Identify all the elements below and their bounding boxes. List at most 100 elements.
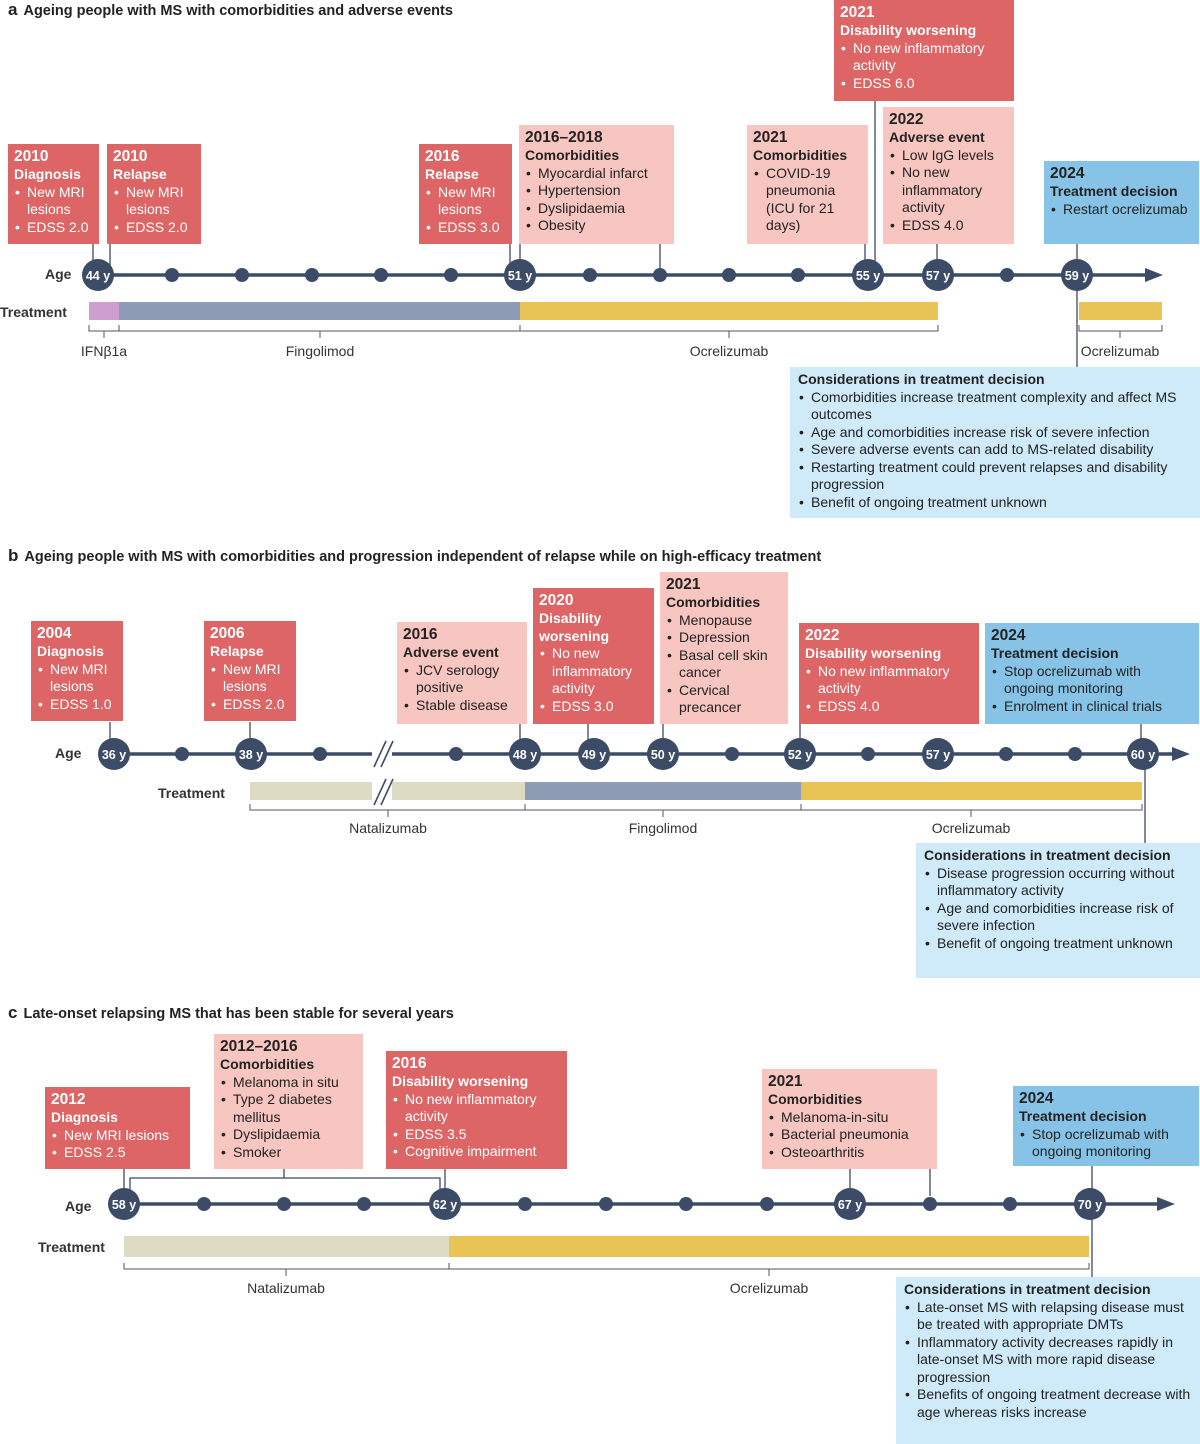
panel-letter: c	[8, 1003, 18, 1022]
event-box: 2016 Disability worsening No new inflamm…	[386, 1051, 567, 1169]
treatment-name: Ocrelizumab	[689, 343, 769, 359]
event-item: Enrolment in clinical trials	[991, 698, 1193, 716]
event-box: 2022 Disability worsening No new inflamm…	[799, 623, 979, 724]
age-tick: 36 y	[102, 748, 126, 762]
event-item: No new inflammatory activity	[840, 40, 1008, 75]
age-tick: 49 y	[582, 748, 606, 762]
event-year: 2010	[14, 148, 49, 165]
age-tick: 52 y	[788, 748, 812, 762]
event-year: 2021	[768, 1073, 803, 1090]
treatment-name: Natalizumab	[349, 820, 427, 836]
event-box: 2012 Diagnosis New MRI lesionsEDSS 2.5	[45, 1087, 190, 1169]
event-item: Type 2 diabetes mellitus	[220, 1091, 357, 1126]
consideration-item: Comorbidities increase treatment complex…	[798, 389, 1192, 424]
decision-box: 2024 Treatment decision Stop ocrelizumab…	[985, 623, 1199, 724]
event-item: No new inflammatory activity	[889, 164, 1008, 217]
event-item: EDSS 1.0	[37, 696, 117, 714]
event-heading: Diagnosis	[37, 643, 104, 659]
event-item: New MRI lesions	[210, 661, 290, 696]
event-box: 2010 Diagnosis New MRI lesionsEDSS 2.0	[8, 144, 99, 244]
considerations-box: Considerations in treatment decision Lat…	[896, 1277, 1200, 1444]
brackets-c	[123, 1263, 1090, 1276]
treatment-name: Ocrelizumab	[931, 820, 1011, 836]
event-item: Hypertension	[525, 182, 668, 200]
panel-title-text: Late-onset relapsing MS that has been st…	[23, 1006, 454, 1022]
consideration-item: Disease progression occurring without in…	[924, 865, 1192, 900]
event-heading: Relapse	[425, 166, 479, 182]
consideration-item: Benefit of ongoing treatment unknown	[798, 494, 1192, 512]
event-year: 2004	[37, 625, 72, 642]
event-item: EDSS 2.0	[113, 219, 195, 237]
age-tick: 70 y	[1078, 1198, 1102, 1212]
decision-box: 2024 Treatment decision Restart ocrelizu…	[1044, 161, 1199, 244]
event-heading: Disability worsening	[539, 610, 610, 644]
age-tick: 38 y	[239, 748, 263, 762]
event-year: 2016–2018	[525, 129, 603, 146]
event-item: New MRI lesions	[113, 184, 195, 219]
event-heading: Comorbidities	[666, 594, 761, 610]
event-item: Stop ocrelizumab with ongoing monitoring	[991, 663, 1193, 698]
event-heading: Treatment decision	[1019, 1108, 1147, 1124]
event-year: 2021	[666, 576, 701, 593]
consideration-item: Age and comorbidities increase risk of s…	[798, 424, 1192, 442]
event-item: Depression	[666, 629, 782, 647]
considerations-heading: Considerations in treatment decision	[924, 847, 1171, 863]
event-item: Cognitive impairment	[392, 1143, 561, 1161]
age-label: Age	[45, 266, 72, 282]
panel-title-text: Ageing people with MS with comorbidities…	[24, 549, 822, 565]
event-item: Dyslipidaemia	[525, 200, 668, 218]
event-item: Cervical precancer	[666, 682, 782, 717]
event-item: EDSS 2.5	[51, 1144, 184, 1162]
event-year: 2006	[210, 625, 245, 642]
event-item: EDSS 3.5	[392, 1126, 561, 1144]
event-item: Osteoarthritis	[768, 1144, 931, 1162]
event-item: No new inflammatory activity	[539, 645, 648, 698]
event-item: Smoker	[220, 1144, 357, 1162]
considerations-box: Considerations in treatment decision Com…	[790, 367, 1200, 518]
event-year: 2012	[51, 1091, 86, 1108]
consideration-item: Age and comorbidities increase risk of s…	[924, 900, 1192, 935]
event-item: Myocardial infarct	[525, 165, 668, 183]
event-item: New MRI lesions	[14, 184, 93, 219]
timeline-c	[108, 1188, 1175, 1220]
age-tick: 51 y	[508, 269, 532, 283]
treatment-bars-a	[89, 302, 1162, 320]
event-box: 2021 Comorbidities COVID-19 pneumonia (I…	[747, 125, 868, 244]
treatment-label: Treatment	[158, 785, 225, 801]
event-heading: Relapse	[113, 166, 167, 182]
event-item: EDSS 3.0	[539, 698, 648, 716]
treatment-bars-c	[124, 1236, 1089, 1257]
event-heading: Comorbidities	[768, 1091, 863, 1107]
decision-box: 2024 Treatment decision Stop ocrelizumab…	[1013, 1086, 1199, 1166]
brackets-a	[88, 325, 1163, 338]
event-year: 2016	[403, 626, 438, 643]
treatment-name: Ocrelizumab	[729, 1280, 809, 1296]
event-item: Stop ocrelizumab with ongoing monitoring	[1019, 1126, 1193, 1161]
event-item: Low IgG levels	[889, 147, 1008, 165]
event-heading: Diagnosis	[51, 1109, 118, 1125]
event-year: 2024	[991, 627, 1026, 644]
considerations-heading: Considerations in treatment decision	[798, 371, 1045, 387]
event-item: Menopause	[666, 612, 782, 630]
consideration-item: Late-onset MS with relapsing disease mus…	[904, 1299, 1192, 1334]
event-item: EDSS 2.0	[14, 219, 93, 237]
event-heading: Disability worsening	[805, 645, 942, 661]
consideration-item: Benefit of ongoing treatment unknown	[924, 935, 1192, 953]
event-item: No new inflammatory activity	[805, 663, 973, 698]
event-box: 2010 Relapse New MRI lesionsEDSS 2.0	[107, 144, 201, 244]
treatment-name: Fingolimod	[285, 343, 355, 359]
event-heading: Comorbidities	[753, 147, 848, 163]
panel-title-text: Ageing people with MS with comorbidities…	[23, 3, 453, 19]
age-tick: 50 y	[651, 748, 675, 762]
consideration-item: Inflammatory activity decreases rapidly …	[904, 1334, 1192, 1387]
event-item: Melanoma-in-situ	[768, 1109, 931, 1127]
treatment-bars-b	[250, 778, 1142, 804]
event-heading: Treatment decision	[991, 645, 1119, 661]
event-item: Restart ocrelizumab	[1050, 201, 1193, 219]
event-year: 2024	[1050, 165, 1085, 182]
event-item: New MRI lesions	[51, 1127, 184, 1145]
